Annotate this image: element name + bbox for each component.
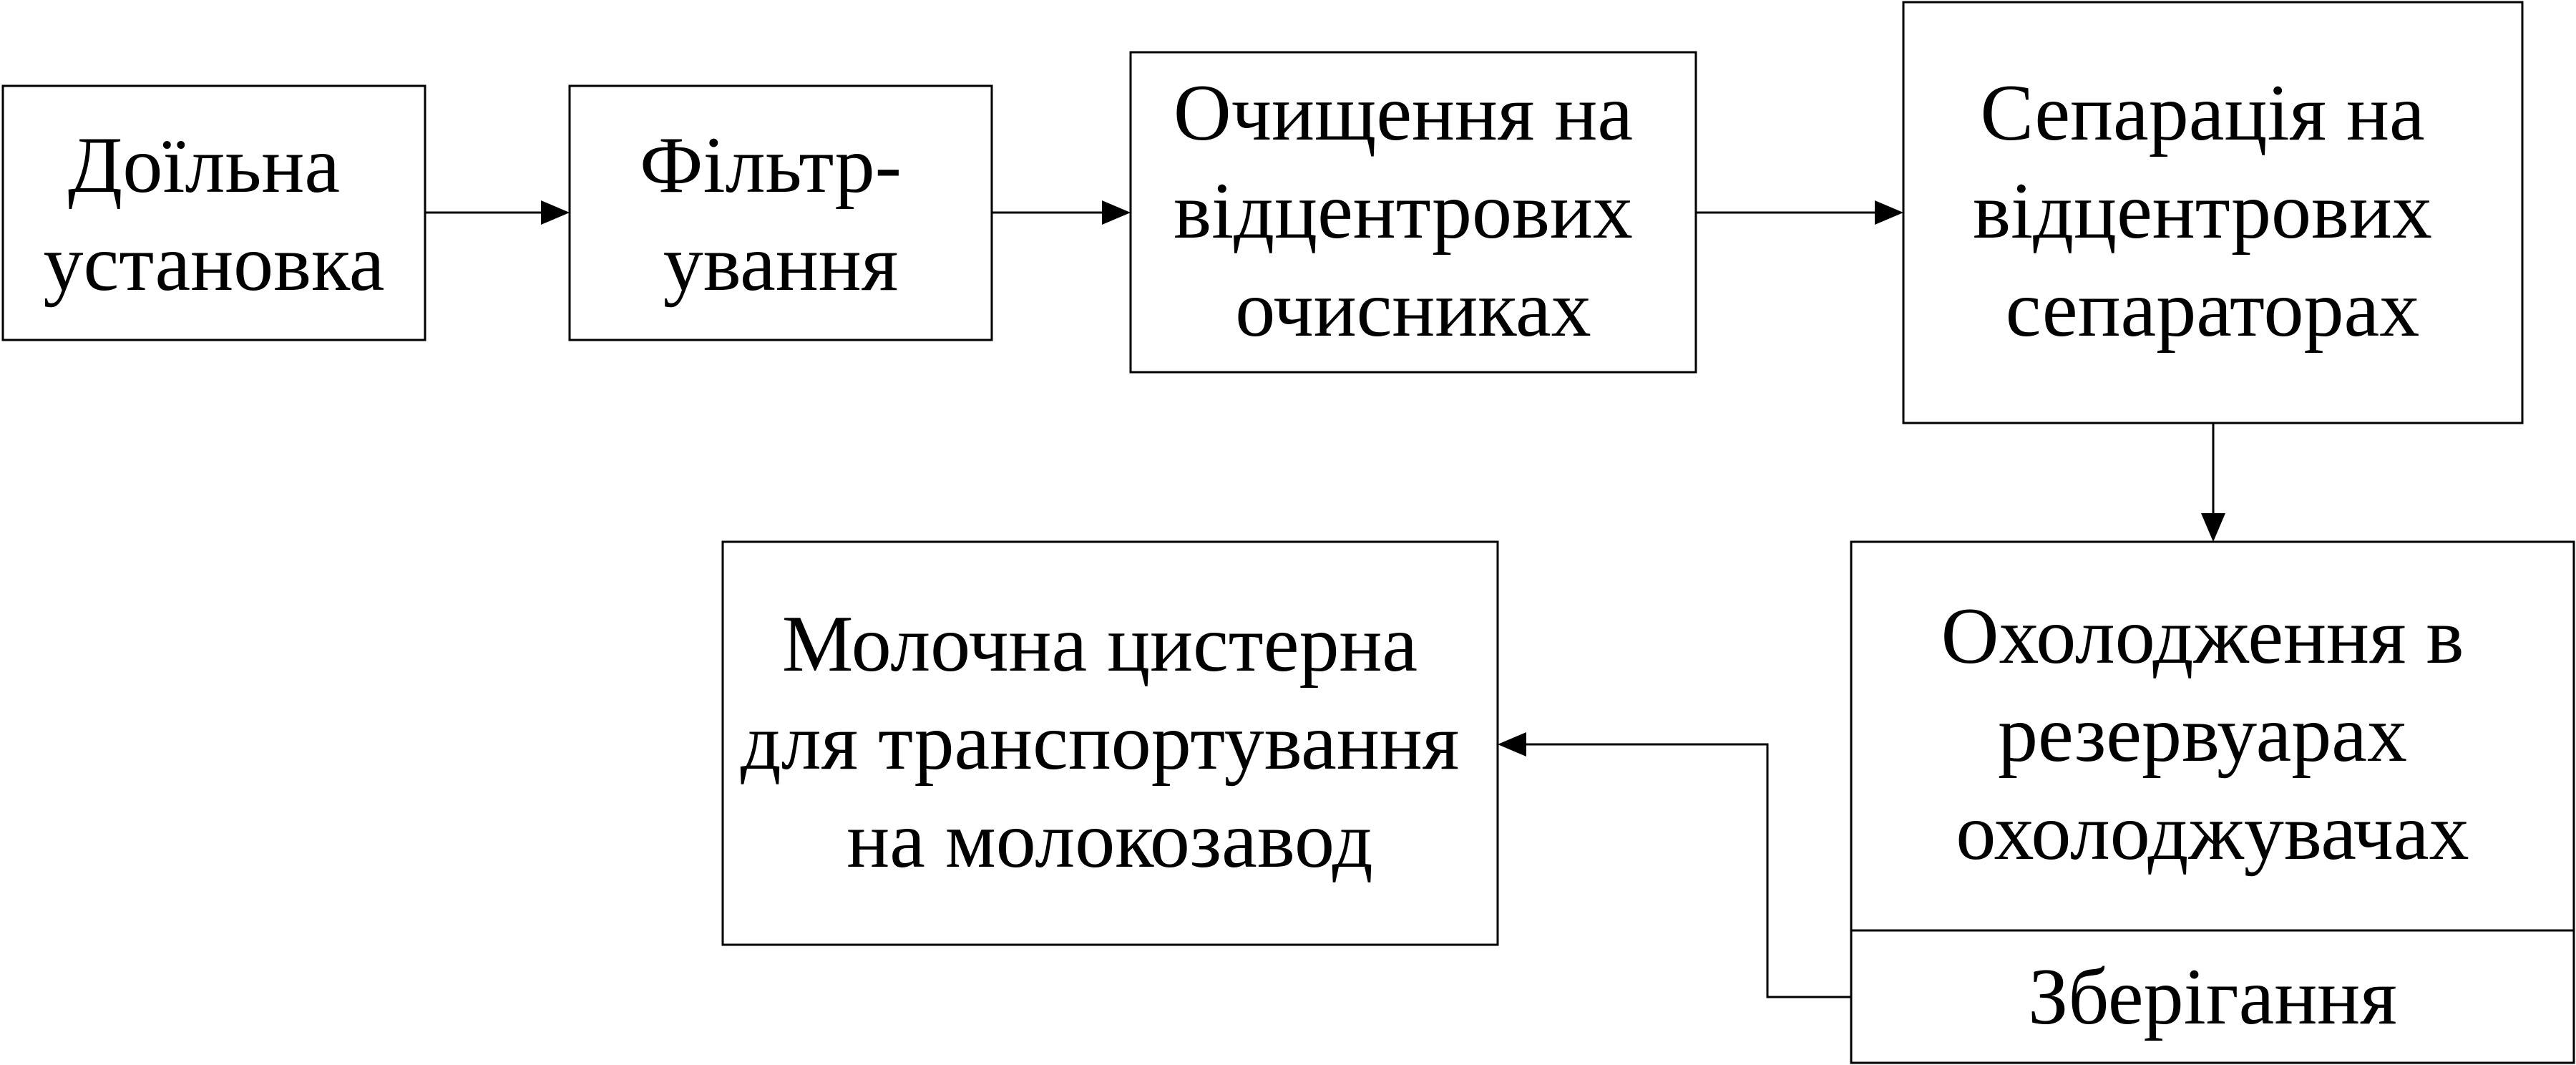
milk-tanker-box xyxy=(721,540,1499,946)
storage-box xyxy=(1850,929,2575,1064)
cleaning-label: Очищення на відцентрових очисниках xyxy=(1174,69,1653,354)
milking-unit-line-2: установка xyxy=(44,219,385,308)
arrowhead-cleaning xyxy=(1102,200,1131,225)
separation-line-1: Сепарація на xyxy=(1980,69,2424,157)
arrowhead-filtering xyxy=(541,200,570,225)
cleaning-line-2: відцентрових xyxy=(1174,167,1633,256)
milking-unit-line-1: Доїльна xyxy=(68,121,340,210)
cooling-line-3: охолоджувачах xyxy=(1956,788,2469,877)
separation-line-2: відцентрових xyxy=(1973,167,2432,256)
cleaning-line-1: Очищення на xyxy=(1174,69,1633,157)
cooling-line-1: Охолодження в xyxy=(1941,592,2464,681)
filtering-line-2: ування xyxy=(663,219,899,308)
milking-unit-box xyxy=(1,84,426,341)
milk-tanker-line-3: на молокозавод xyxy=(847,796,1373,885)
milk-tanker-line-1: Молочна цистерна xyxy=(782,600,1418,689)
storage-line-1: Зберігання xyxy=(2028,953,2396,1041)
storage-label: Зберігання xyxy=(2028,953,2396,1041)
arrowhead-tanker xyxy=(1498,732,1526,757)
separation-box xyxy=(1902,1,2524,424)
arrowhead-cooling xyxy=(2201,513,2225,542)
milk-tanker-line-2: для транспортування xyxy=(741,698,1460,787)
filtering-line-1: Фільтр- xyxy=(640,121,902,210)
milking-unit-label: Доїльна установка xyxy=(44,121,385,308)
connector-storage-to-tanker xyxy=(1523,743,1851,998)
cooling-label: Охолодження в резервуарах охолоджувачах xyxy=(1941,592,2484,877)
milk-tanker-label: Молочна цистерна для транспортування на … xyxy=(741,600,1480,885)
separation-line-3: сепараторах xyxy=(2006,265,2419,354)
filtering-box xyxy=(568,84,993,341)
cooling-line-2: резервуарах xyxy=(1998,690,2407,779)
cleaning-line-3: очисниках xyxy=(1235,265,1591,354)
arrowhead-separation xyxy=(1875,200,1903,225)
cooling-box xyxy=(1850,540,2575,932)
separation-label: Сепарація на відцентрових сепараторах xyxy=(1973,69,2452,354)
filtering-label: Фільтр- ування xyxy=(640,121,922,308)
cleaning-box xyxy=(1129,51,1697,374)
